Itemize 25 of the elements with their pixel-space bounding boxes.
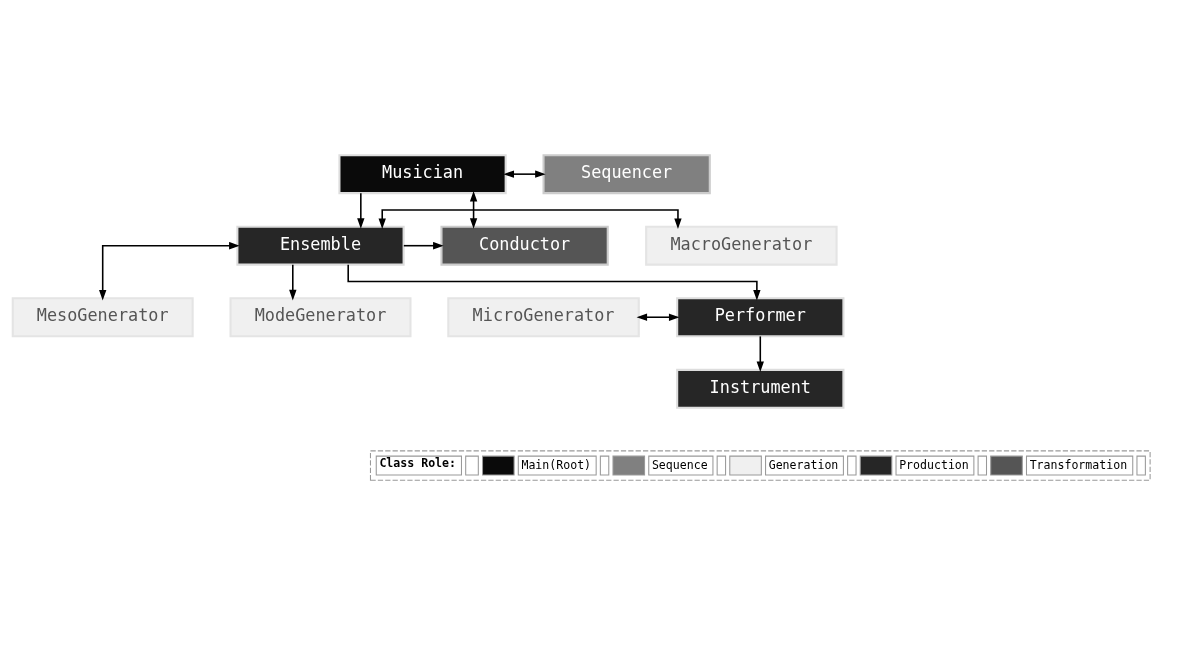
arrow [503, 170, 546, 178]
legend-label: Main(Root) [521, 457, 592, 472]
legend-label: Sequence [651, 457, 708, 472]
node-box: MicroGenerator [447, 297, 640, 338]
node-box: MesoGenerator [11, 297, 194, 338]
arrow [469, 190, 478, 229]
label: Class Role: [379, 456, 456, 471]
arrow [357, 192, 365, 229]
node-box: Performer [676, 297, 845, 338]
arrow [403, 242, 444, 250]
node-box: ModeGenerator [229, 297, 412, 338]
legend-label: Transformation [1029, 457, 1128, 472]
node-box: Musician [338, 154, 507, 195]
node-box: Conductor [440, 225, 609, 266]
arrow [756, 335, 764, 372]
arrow [636, 313, 680, 321]
node-box: Instrument [676, 368, 845, 409]
legend-label: Production [899, 457, 969, 472]
arrow [289, 264, 297, 301]
arrow [99, 242, 240, 301]
node-box: Ensemble [236, 225, 405, 266]
arrow [378, 209, 682, 229]
legend-label: Generation [768, 457, 839, 472]
node-box: MacroGenerator [645, 225, 838, 266]
node-box: Sequencer [542, 154, 711, 195]
